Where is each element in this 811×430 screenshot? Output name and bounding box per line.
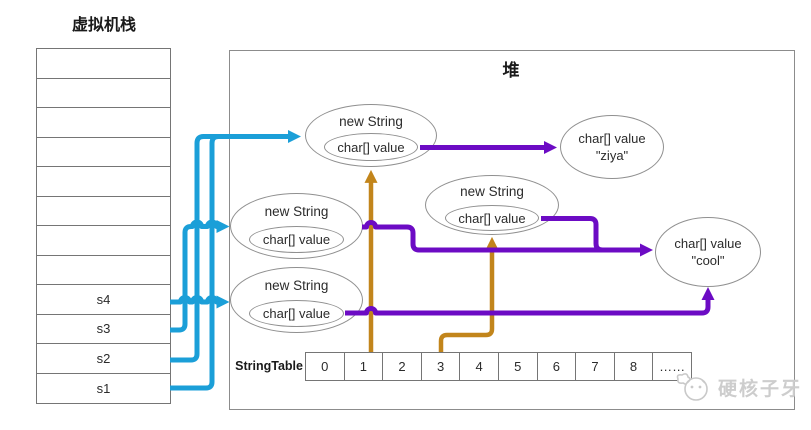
cell-value: 0	[321, 359, 329, 374]
stack-slot	[37, 197, 170, 226]
string-table-cell: ……	[653, 353, 691, 380]
string-table-cell: 2	[383, 353, 422, 380]
stack-slot-label: s1	[96, 380, 111, 396]
new-string-mid-left-value: char[] value	[249, 226, 344, 253]
cell-value: 5	[514, 359, 522, 374]
stack-slot-label: s3	[96, 321, 111, 337]
stack-slot-label: s4	[96, 291, 111, 307]
string-table: 0 1 2 3 4 5 6 7 8 ……	[305, 352, 692, 381]
stack-slot	[37, 138, 170, 167]
value-label: char[] value	[262, 306, 331, 321]
cell-value: 6	[552, 359, 560, 374]
value-label: char[] value	[262, 232, 331, 247]
char-array-label: char[] value	[674, 236, 742, 251]
edge-s3-to-string-mid-left	[170, 219, 230, 333]
stack-slot	[37, 256, 170, 285]
cell-value: 2	[398, 359, 406, 374]
edge-s1-to-string-top	[170, 134, 232, 391]
heap-title: 堆	[502, 61, 520, 80]
watermark: 硬核子牙	[674, 371, 802, 403]
string-table-cell: 1	[345, 353, 384, 380]
stack-slot-s2: s2	[37, 344, 170, 374]
string-table-cell: 8	[615, 353, 654, 380]
new-string-mid-right-value: char[] value	[445, 205, 539, 231]
cell-value: 3	[436, 359, 445, 374]
cell-value: 1	[359, 359, 367, 374]
stack-slot	[37, 49, 170, 79]
stack-slot	[37, 167, 170, 197]
stack-slot	[37, 108, 170, 138]
stack-slot-s1: s1	[37, 374, 170, 404]
cell-value: 4	[475, 359, 483, 374]
char-array-content: "cool"	[691, 253, 725, 268]
value-label: char[] value	[337, 139, 405, 155]
char-array-ziya: char[] value "ziya"	[560, 115, 664, 179]
stack-slot	[37, 226, 170, 256]
new-string-top-value: char[] value	[324, 133, 418, 161]
char-array-label: char[] value	[578, 131, 646, 146]
stack-slot	[37, 79, 170, 108]
string-table-cell: 6	[538, 353, 577, 380]
object-label: new String	[460, 184, 524, 199]
object-label: new String	[339, 114, 403, 129]
char-array-content: "ziya"	[595, 148, 629, 163]
char-array-cool: char[] value "cool"	[655, 217, 761, 287]
object-label: new String	[264, 278, 329, 293]
string-table-cell: 3	[422, 353, 461, 380]
cell-value: 7	[591, 359, 599, 374]
stack-slot-label: s2	[96, 350, 111, 366]
new-string-bottom-left-value: char[] value	[249, 300, 344, 327]
value-label: char[] value	[458, 210, 526, 226]
stack-slot-s3: s3	[37, 315, 170, 344]
watermark-mascot-icon	[676, 373, 708, 401]
stack-slot-s4: s4	[37, 285, 170, 315]
string-table-cell: 4	[460, 353, 499, 380]
object-label: new String	[264, 204, 329, 219]
vm-stack: s4 s3 s2 s1	[36, 48, 171, 404]
vm-stack-title: 虚拟机栈	[71, 17, 136, 34]
string-table-label: StringTable	[235, 359, 303, 373]
string-table-cell: 5	[499, 353, 538, 380]
cell-value: 8	[629, 359, 638, 374]
string-table-cell: 7	[576, 353, 615, 380]
edge-s4-to-string-bottom-left	[170, 295, 230, 309]
string-table-cell: 0	[306, 353, 345, 380]
cell-value: ……	[659, 359, 686, 374]
watermark-text: 硬核子牙	[718, 378, 803, 400]
